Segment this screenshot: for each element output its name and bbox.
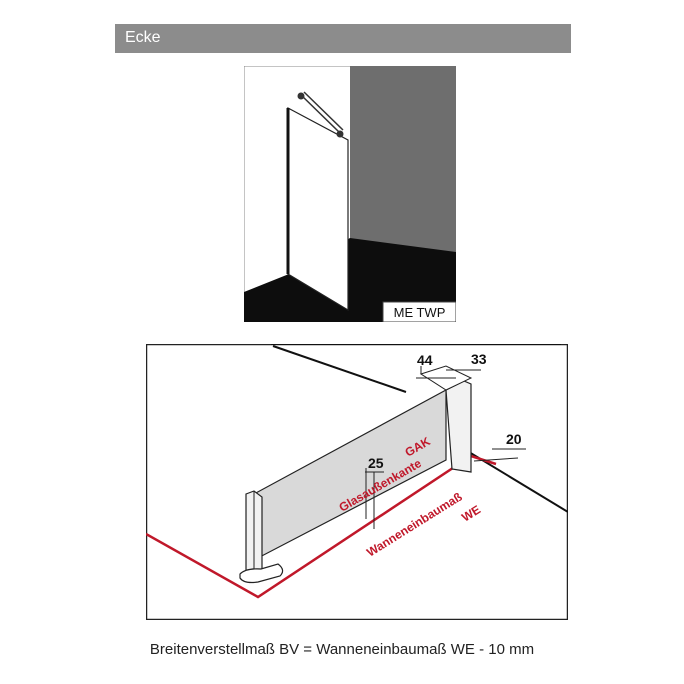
dim-25: 25	[368, 455, 384, 471]
model-label: ME TWP	[394, 305, 446, 320]
product-illustration: ME TWP	[244, 66, 456, 322]
section-header: Ecke	[115, 24, 571, 53]
wall-shade	[350, 66, 456, 262]
wall-fixing	[297, 92, 305, 100]
dim-20: 20	[506, 431, 522, 447]
glass-panel	[287, 107, 349, 312]
dim-44: 44	[417, 352, 433, 368]
floor	[244, 238, 456, 322]
model-label-box	[382, 301, 456, 322]
stabilizer-bar	[299, 93, 340, 133]
end-cap	[239, 563, 284, 584]
dimension-diagram: 44 33 20 25 GAK Glasaußenkante Wannenein…	[146, 344, 568, 620]
wall-edge-back	[272, 345, 407, 393]
dim-33: 33	[471, 351, 487, 367]
glass-fixing	[336, 130, 344, 138]
formula-caption: Breitenverstellmaß BV = Wanneneinbaumaß …	[149, 641, 535, 658]
section-title: Ecke	[125, 29, 161, 46]
